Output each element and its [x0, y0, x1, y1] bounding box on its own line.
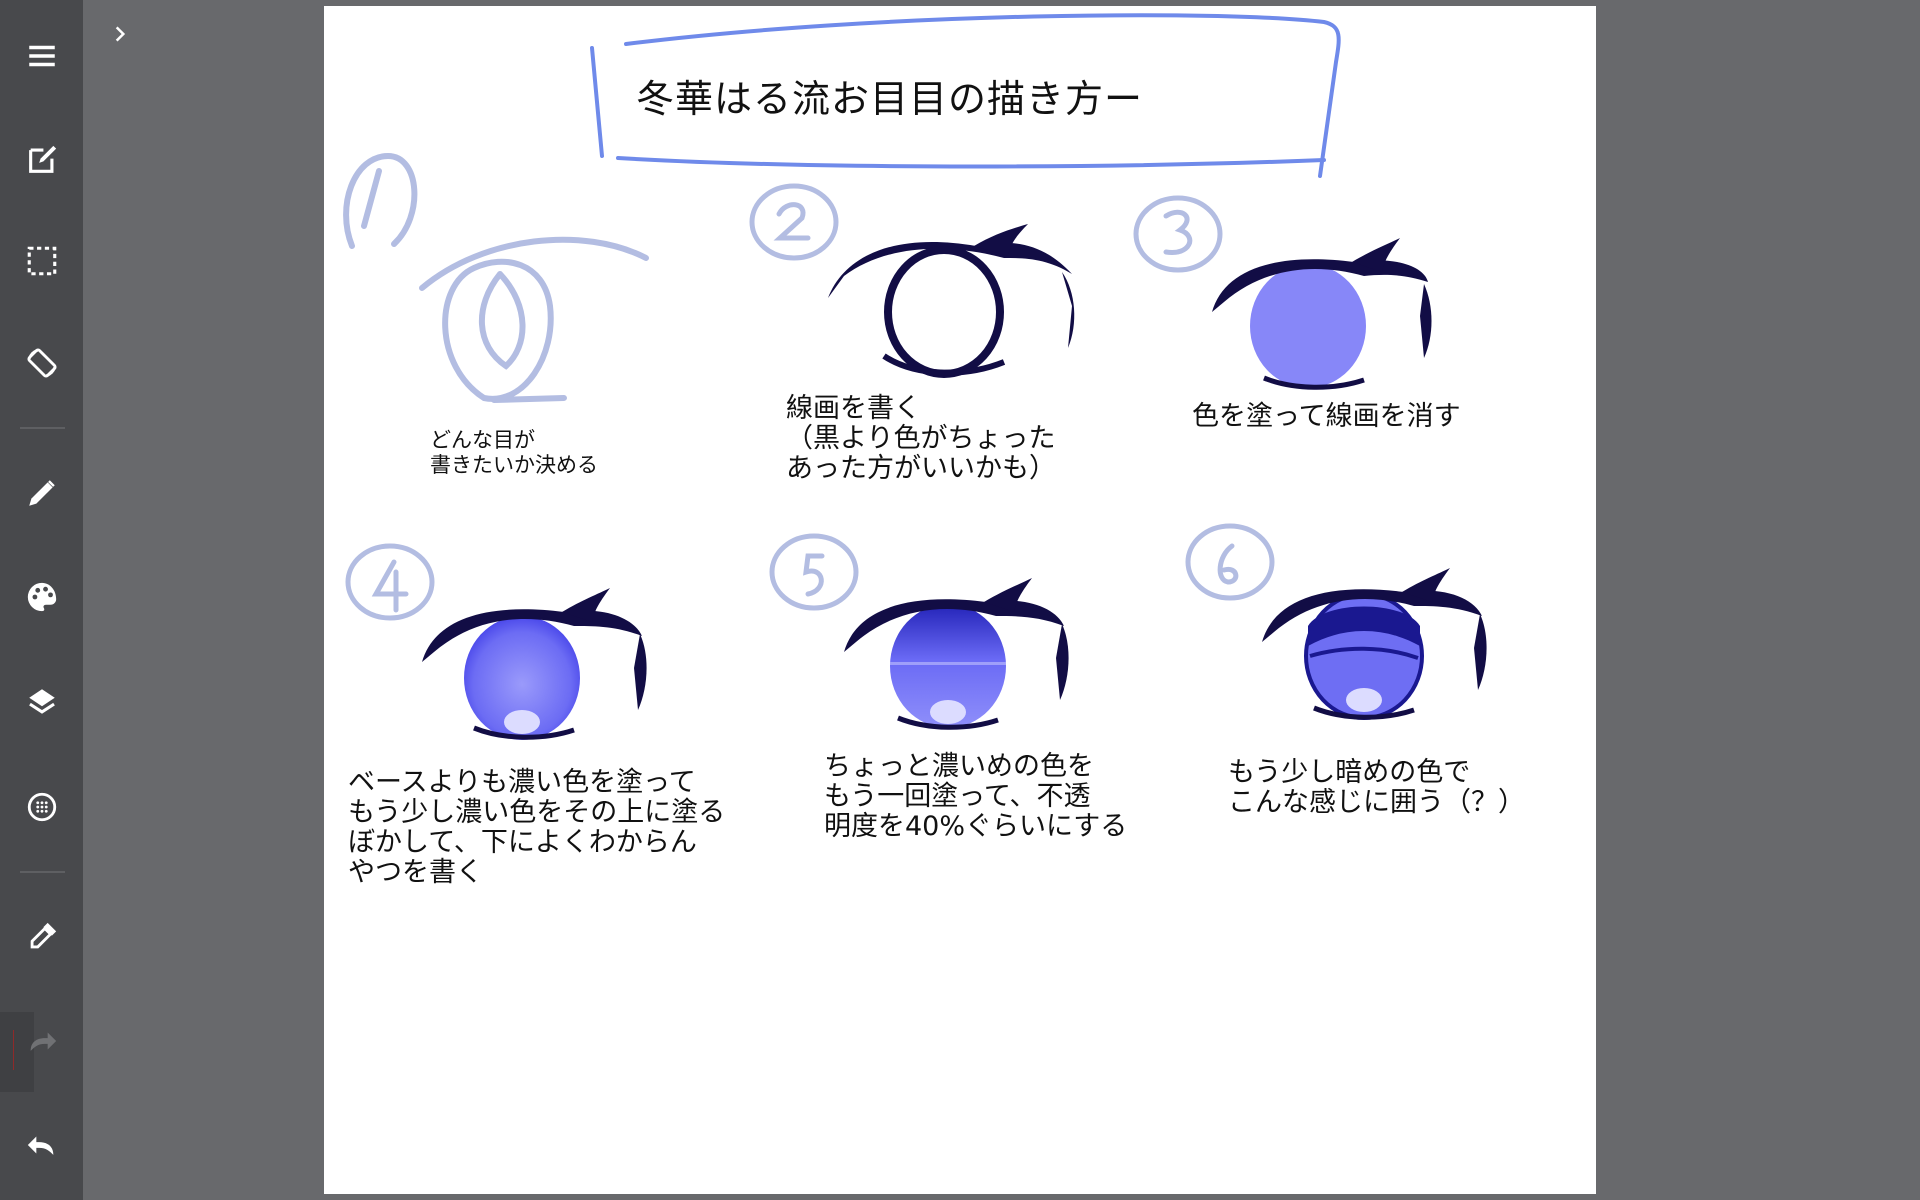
- color-button[interactable]: [0, 557, 83, 637]
- left-toolbar: [0, 0, 83, 1200]
- layers-button[interactable]: [0, 662, 83, 742]
- menu-icon: [28, 45, 55, 67]
- selection-icon: [27, 246, 56, 276]
- step-4-caption: ベースよりも濃い色を塗って もう少し濃い色をその上に塗る ぼかして、下によくわか…: [348, 767, 726, 888]
- material-button[interactable]: [0, 767, 83, 847]
- undo-icon: [27, 1136, 53, 1155]
- step-4-eye: [422, 588, 647, 740]
- menu-button[interactable]: [0, 16, 83, 96]
- title-frame: [590, 13, 1341, 178]
- step-4-number: [345, 543, 435, 621]
- toolbar-divider: [20, 427, 65, 429]
- step-5-eye: [844, 578, 1069, 730]
- step-1-caption: どんな目が 書きたいか決める: [430, 428, 598, 477]
- step-3-number: [1133, 195, 1223, 273]
- step-2-caption: 線画を書く （黒より色がちょった あった方がいいかも）: [786, 393, 1056, 484]
- palette-icon: [27, 582, 56, 612]
- undo-button[interactable]: [0, 1105, 83, 1185]
- edit-icon: [28, 145, 56, 173]
- redo-button[interactable]: [0, 1001, 83, 1081]
- step-5-number: [769, 533, 859, 611]
- eyedropper-icon: [30, 922, 56, 949]
- selection-button[interactable]: [0, 221, 83, 301]
- transform-button[interactable]: [0, 323, 83, 403]
- step-3-caption: 色を塗って線画を消す: [1192, 401, 1461, 432]
- brush-button[interactable]: [0, 453, 83, 533]
- step-6-eye: [1262, 568, 1487, 720]
- artwork: [343, 13, 1487, 740]
- layers-icon: [28, 689, 55, 714]
- step-1-sketch: [343, 152, 649, 403]
- step-6-caption: もう少し暗めの色で こんな感じに囲う（？）: [1228, 757, 1525, 818]
- toolbar-divider: [20, 871, 65, 873]
- redo-indicator: [0, 1012, 34, 1092]
- step-6-number: [1185, 523, 1275, 601]
- step-2-number: [749, 183, 839, 261]
- page-title: 冬華はる流お目目の描き方ー: [636, 77, 1144, 121]
- pencil-icon: [28, 480, 55, 506]
- grid-circle-icon: [27, 792, 56, 822]
- expand-panel-button[interactable]: [104, 18, 136, 50]
- step-5-caption: ちょっと濃いめの色を もう一回塗って、不透 明度を40%ぐらいにする: [824, 751, 1128, 842]
- rotate-icon: [26, 348, 57, 378]
- eyedropper-button[interactable]: [0, 897, 83, 977]
- edit-button[interactable]: [0, 120, 83, 200]
- step-2-eye: [828, 224, 1075, 378]
- chevron-right-icon: [115, 26, 126, 42]
- drawing-canvas[interactable]: 冬華はる流お目目の描き方ー どんな目が 書きたいか決める 線画を書く （黒より色…: [324, 6, 1596, 1194]
- redo-icon: [30, 1032, 56, 1051]
- step-3-eye: [1212, 238, 1432, 390]
